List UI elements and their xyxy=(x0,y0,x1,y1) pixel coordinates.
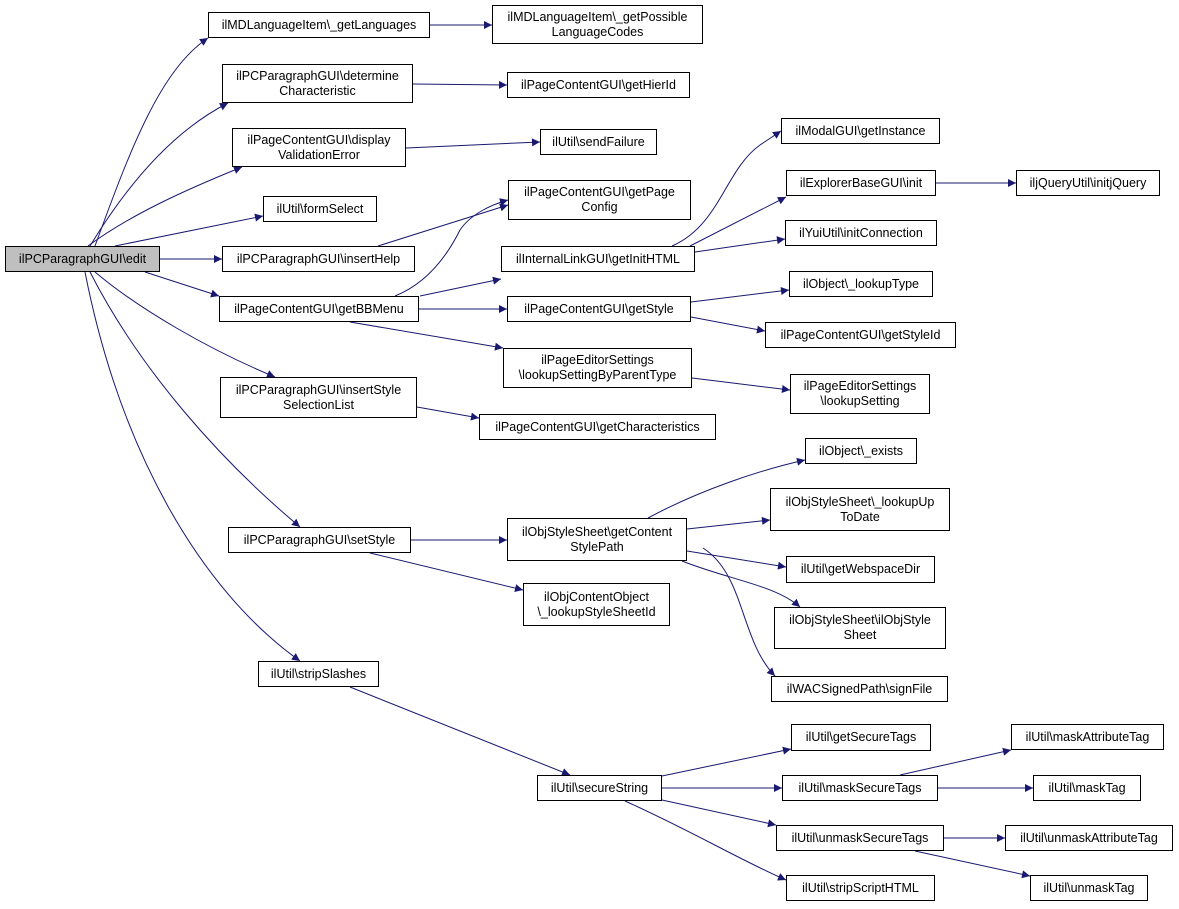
edge-n26-n31 xyxy=(702,547,776,677)
graph-node[interactable]: ilPageContentGUI\getStyleId xyxy=(765,322,956,348)
graph-node[interactable]: ilPageContentGUI\getBBMenu xyxy=(219,296,419,322)
graph-node[interactable]: ilObjStyleSheet\getContent StylePath xyxy=(507,518,687,561)
graph-node[interactable]: ilPCParagraphGUI\setStyle xyxy=(228,527,411,553)
graph-node[interactable]: ilPageEditorSettings \lookupSettingByPar… xyxy=(503,348,692,388)
edge-n26-n29 xyxy=(681,560,801,608)
edge-n19-n20 xyxy=(691,377,791,393)
edge-n34-n32 xyxy=(661,746,792,777)
graph-node[interactable]: ilObject\_lookupType xyxy=(789,271,933,297)
edge-n11-n13 xyxy=(689,196,787,247)
edge-n10-n11 xyxy=(419,276,502,297)
graph-node[interactable]: ilPageContentGUI\getHierId xyxy=(507,72,690,98)
graph-node[interactable]: ilPageContentGUI\getPage Config xyxy=(508,180,691,220)
edge-n34-n39 xyxy=(624,800,787,881)
graph-node[interactable]: ilUtil\stripSlashes xyxy=(258,661,379,687)
graph-node[interactable]: ilUtil\secureString xyxy=(537,775,662,801)
edge-n37-n40 xyxy=(914,850,1031,879)
graph-node[interactable]: ilUtil\unmaskSecureTags xyxy=(776,825,944,851)
graph-node[interactable]: ilUtil\maskTag xyxy=(1033,775,1141,801)
edge-n8-n9 xyxy=(377,203,509,247)
graph-node[interactable]: ilUtil\sendFailure xyxy=(540,129,657,155)
graph-node[interactable]: ilPCParagraphGUI\insertHelp xyxy=(222,246,415,272)
graph-node[interactable]: iljQueryUtil\initjQuery xyxy=(1016,170,1160,196)
graph-node[interactable]: ilUtil\formSelect xyxy=(263,196,377,222)
edge-n11-n15 xyxy=(694,236,786,253)
graph-node[interactable]: ilExplorerBaseGUI\init xyxy=(786,170,936,196)
edge-n10-n19 xyxy=(349,321,504,351)
graph-node[interactable]: ilObjContentObject \_lookupStyleSheetId xyxy=(523,583,670,626)
edge-n0-n5 xyxy=(87,166,243,247)
graph-node[interactable]: ilInternalLinkGUI\getInitHTML xyxy=(501,246,695,272)
edge-n11-n12 xyxy=(671,130,782,247)
edge-n35-n33 xyxy=(899,747,1012,776)
graph-node[interactable]: ilUtil\unmaskAttributeTag xyxy=(1005,825,1173,851)
edge-n5-n6 xyxy=(405,138,541,149)
edge-n3-n4 xyxy=(412,80,508,89)
graph-node[interactable]: ilMDLanguageItem\_getLanguages xyxy=(208,12,430,38)
graph-node[interactable]: ilPageContentGUI\getStyle xyxy=(507,296,691,322)
edge-n30-n34 xyxy=(349,686,571,776)
graph-node[interactable]: ilObjStyleSheet\_lookupUp ToDate xyxy=(770,488,950,531)
graph-node[interactable]: ilUtil\unmaskTag xyxy=(1030,875,1148,901)
graph-node[interactable]: ilPageContentGUI\display ValidationError xyxy=(232,128,406,167)
graph-node[interactable]: ilYuiUtil\initConnection xyxy=(785,220,937,246)
edge-n0-n21 xyxy=(94,271,276,378)
edge-n0-n30 xyxy=(84,271,301,662)
edge-n0-n3 xyxy=(89,102,229,247)
graph-node[interactable]: ilPageEditorSettings \lookupSetting xyxy=(790,374,930,414)
edge-n0-n1 xyxy=(94,37,209,247)
edge-n16-n17 xyxy=(690,287,790,303)
edge-n26-n24 xyxy=(686,516,771,530)
edge-n21-n22 xyxy=(416,406,480,421)
edge-n0-n25 xyxy=(89,271,301,528)
graph-node[interactable]: ilObject\_exists xyxy=(805,438,917,464)
graph-node[interactable]: ilModalGUI\getInstance xyxy=(781,118,940,144)
graph-node[interactable]: ilWACSignedPath\signFile xyxy=(771,676,948,702)
edge-n16-n18 xyxy=(690,316,766,334)
graph-node[interactable]: ilUtil\maskSecureTags xyxy=(782,775,938,801)
graph-node[interactable]: ilUtil\stripScriptHTML xyxy=(786,875,935,901)
edge-n0-n7 xyxy=(114,213,264,247)
graph-node[interactable]: ilUtil\getWebspaceDir xyxy=(786,556,935,583)
graph-node[interactable]: ilPCParagraphGUI\insertStyle SelectionLi… xyxy=(220,377,417,418)
edge-n26-n23 xyxy=(647,457,806,519)
root-node[interactable]: ilPCParagraphGUI\edit xyxy=(5,246,160,272)
graph-node[interactable]: ilPCParagraphGUI\determine Characteristi… xyxy=(222,64,413,103)
edge-n0-n10 xyxy=(144,271,220,298)
graph-node[interactable]: ilUtil\getSecureTags xyxy=(791,724,931,751)
graph-node[interactable]: ilMDLanguageItem\_getPossible LanguageCo… xyxy=(492,5,703,44)
graph-node[interactable]: ilPageContentGUI\getCharacteristics xyxy=(479,414,716,440)
edge-n34-n37 xyxy=(661,799,777,828)
graph-node[interactable]: ilObjStyleSheet\ilObjStyle Sheet xyxy=(774,607,946,649)
graph-node[interactable]: ilUtil\maskAttributeTag xyxy=(1011,724,1164,750)
edge-n26-n27 xyxy=(686,550,787,570)
edge-n10-n9 xyxy=(394,198,509,297)
edge-n25-n28 xyxy=(369,552,524,593)
